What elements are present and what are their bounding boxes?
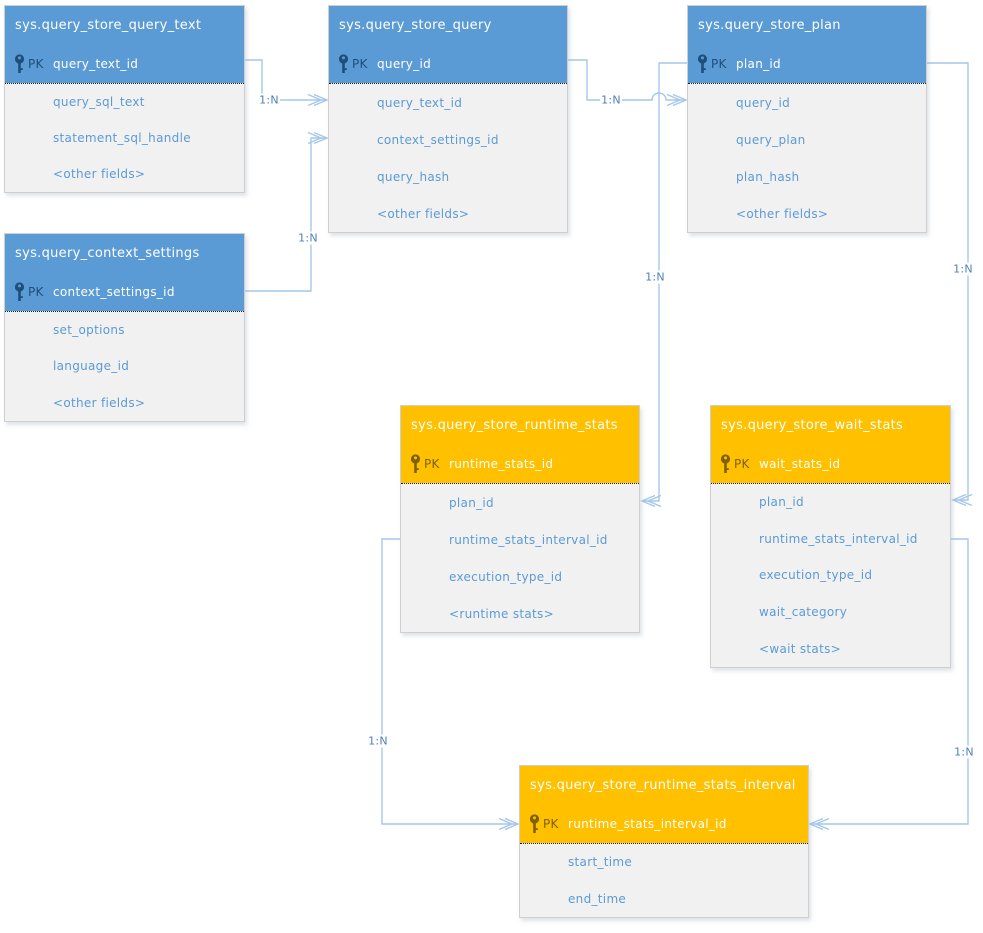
pk-row: PK query_id [329, 45, 567, 83]
connector-plan-waitstats[interactable] [927, 62, 973, 507]
table-query-store-query-text[interactable]: sys.query_store_query_text PK query_text… [4, 5, 245, 193]
table-query-store-query[interactable]: sys.query_store_query PK query_id query_… [328, 5, 568, 233]
table-query-store-runtime-stats[interactable]: sys.query_store_runtime_stats PK runtime… [400, 405, 640, 633]
field-row: query_sql_text [53, 95, 145, 109]
connector-plan-runtimestats[interactable] [640, 62, 687, 508]
pk-field: runtime_stats_interval_id [568, 817, 727, 831]
field-row: execution_type_id [449, 569, 563, 584]
connector-query-plan[interactable] [568, 59, 688, 107]
cardinality-label: 1:N [644, 270, 666, 284]
field-row: <other fields> [377, 206, 470, 221]
field-row: query_hash [377, 169, 450, 184]
pk-row: PK context_settings_id [5, 273, 244, 311]
field-row: plan_id [759, 495, 804, 510]
field-row: <wait stats> [759, 641, 841, 656]
key-icon [697, 53, 708, 73]
field-row: plan_id [449, 495, 494, 510]
pk-field: context_settings_id [53, 285, 175, 299]
pk-badge: PK [28, 57, 44, 71]
pk-row: PK query_text_id [5, 45, 244, 83]
field-row: runtime_stats_interval_id [449, 532, 608, 547]
connector-contextsettings-query[interactable] [245, 131, 329, 292]
table-title: sys.query_store_runtime_stats [401, 406, 639, 445]
table-title: sys.query_store_wait_stats [711, 406, 950, 445]
key-icon [14, 53, 25, 73]
key-icon [529, 813, 540, 833]
connector-querytext-query[interactable] [245, 59, 329, 107]
pk-badge: PK [711, 57, 727, 71]
field-row: statement_sql_handle [53, 131, 191, 145]
table-query-store-runtime-stats-interval[interactable]: sys.query_store_runtime_stats_interval P… [519, 765, 809, 918]
pk-field: runtime_stats_id [449, 457, 554, 471]
pk-row: PK runtime_stats_id [401, 445, 639, 483]
key-icon [720, 453, 731, 473]
table-title: sys.query_store_query_text [5, 6, 244, 45]
field-row: start_time [568, 855, 633, 870]
cardinality-label: 1:N [600, 93, 622, 107]
pk-field: plan_id [736, 57, 781, 71]
cardinality-label: 1:N [258, 93, 280, 107]
pk-badge: PK [543, 817, 559, 831]
pk-row: PK plan_id [688, 45, 926, 83]
pk-badge: PK [424, 457, 440, 471]
pk-field: wait_stats_id [759, 457, 841, 471]
field-row: <other fields> [736, 206, 829, 221]
pk-row: PK runtime_stats_interval_id [520, 805, 808, 843]
field-row: query_plan [736, 132, 806, 147]
pk-row: PK wait_stats_id [711, 445, 950, 483]
table-query-context-settings[interactable]: sys.query_context_settings PK context_se… [4, 233, 245, 422]
field-row: query_id [736, 95, 790, 110]
table-query-store-plan[interactable]: sys.query_store_plan PK plan_id query_id… [687, 5, 927, 233]
field-row: set_options [53, 323, 125, 338]
pk-badge: PK [352, 57, 368, 71]
field-row: <runtime stats> [449, 606, 554, 621]
cardinality-label: 1:N [297, 231, 319, 245]
table-title: sys.query_store_query [329, 6, 567, 45]
field-row: language_id [53, 359, 130, 374]
field-row: <other fields> [53, 395, 146, 410]
cardinality-label: 1:N [367, 734, 389, 748]
table-title: sys.query_store_plan [688, 6, 926, 45]
field-row: wait_category [759, 605, 848, 620]
field-row: execution_type_id [759, 568, 873, 583]
cardinality-label: 1:N [952, 262, 974, 276]
pk-badge: PK [28, 285, 44, 299]
field-row: query_text_id [377, 95, 463, 110]
field-row: runtime_stats_interval_id [759, 531, 918, 546]
connector-runtimestats-interval[interactable] [381, 538, 520, 831]
pk-badge: PK [734, 457, 750, 471]
field-row: end_time [568, 891, 627, 906]
key-icon [338, 53, 349, 73]
table-query-store-wait-stats[interactable]: sys.query_store_wait_stats PK wait_stats… [710, 405, 951, 668]
table-title: sys.query_context_settings [5, 234, 244, 273]
cardinality-label: 1:N [953, 745, 975, 759]
key-icon [14, 281, 25, 301]
field-row: <other fields> [53, 167, 146, 181]
connector-waitstats-interval[interactable] [808, 538, 969, 831]
pk-field: query_text_id [53, 57, 139, 71]
table-title: sys.query_store_runtime_stats_interval [520, 766, 808, 805]
key-icon [410, 453, 421, 473]
field-row: plan_hash [736, 169, 800, 184]
pk-field: query_id [377, 57, 431, 71]
field-row: context_settings_id [377, 132, 499, 147]
